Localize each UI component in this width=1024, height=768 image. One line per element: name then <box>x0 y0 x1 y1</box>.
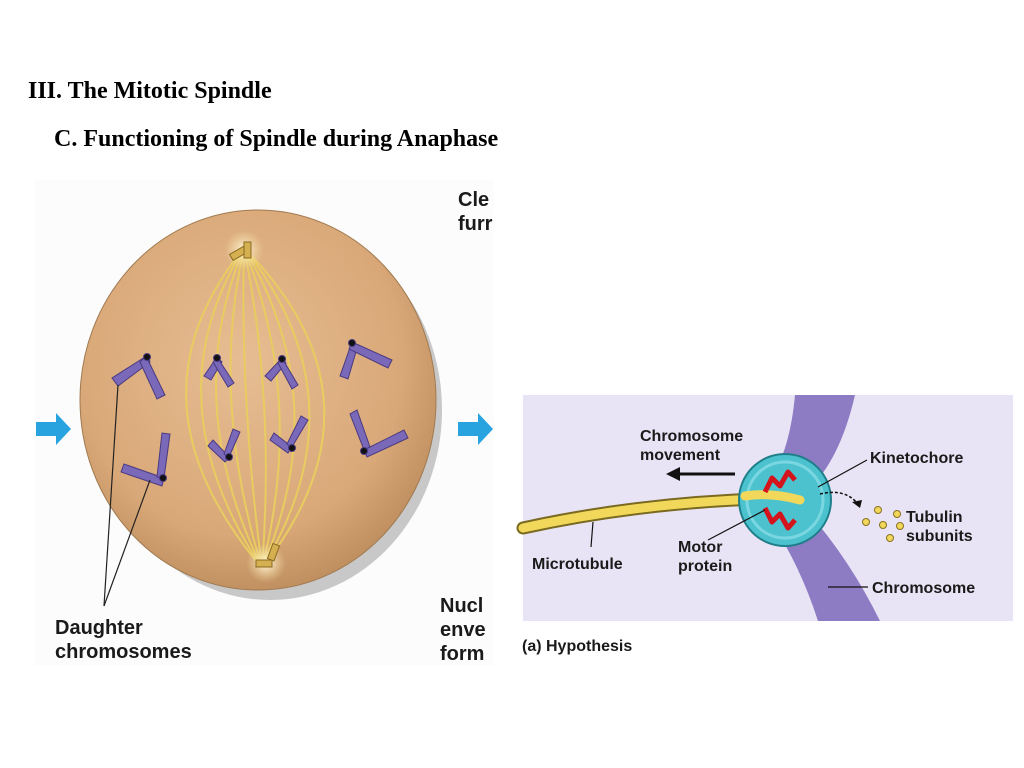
motor-label-line1: Motor <box>678 539 722 556</box>
chromosome-label: Chromosome <box>872 580 975 597</box>
tubulin-label-line1: Tubulin <box>906 509 963 526</box>
right-arrow-icon <box>458 413 493 445</box>
nuclear-label-line3: form <box>440 643 484 665</box>
kinetochore-label: Kinetochore <box>870 450 963 467</box>
tubulin-subunits-dots <box>862 506 904 542</box>
movement-arrow-icon <box>666 467 680 481</box>
chromosomes-lower <box>120 409 409 487</box>
centrosome-top <box>224 230 264 270</box>
tubulin-label-line2: subunits <box>906 528 973 545</box>
daughter-label-line1: Daughter <box>55 617 143 639</box>
motor-protein-upper <box>762 469 797 494</box>
anaphase-cell-figure: Cle furr Daughter chromosomes Nucl enve … <box>34 180 494 665</box>
cleavage-label-line1: Cle <box>458 189 489 211</box>
spindle-fibers <box>185 247 326 569</box>
cleavage-label-line2: furr <box>458 213 493 235</box>
release-arrow <box>819 491 859 505</box>
right-leader-lines <box>590 459 868 588</box>
daughter-leader-lines <box>103 384 151 607</box>
slide-subtitle: C. Functioning of Spindle during Anaphas… <box>54 126 499 152</box>
kinetochore-hypothesis-figure: Chromosome movement Kinetochore Tubulin … <box>516 395 1013 655</box>
microtubule-label: Microtubule <box>532 556 623 573</box>
movement-label-line2: movement <box>640 447 721 464</box>
chromosomes-upper <box>111 339 393 400</box>
left-arrow-icon <box>36 413 71 445</box>
motor-label-line2: protein <box>678 558 732 575</box>
movement-label-line1: Chromosome <box>640 428 743 445</box>
figure-caption: (a) Hypothesis <box>522 638 632 655</box>
daughter-label-line2: chromosomes <box>55 641 192 663</box>
slide-title: III. The Mitotic Spindle <box>28 78 272 104</box>
nuclear-label-line1: Nucl <box>440 595 483 617</box>
centrosome-bottom <box>246 542 286 583</box>
motor-protein-lower <box>762 506 797 531</box>
nuclear-label-line2: enve <box>440 619 486 641</box>
cell-body <box>79 209 437 591</box>
